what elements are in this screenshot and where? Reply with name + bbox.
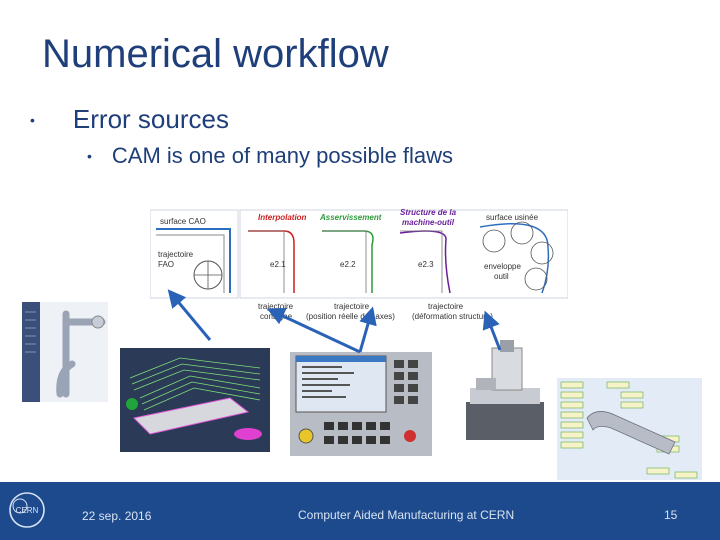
cnc-emergency-button	[298, 428, 314, 444]
label-structure-1: Structure de la	[400, 208, 457, 217]
cnc-keypad	[394, 360, 418, 404]
cao-panel	[150, 209, 239, 299]
reference-curve-3	[400, 230, 443, 293]
cam-part	[132, 397, 250, 435]
cam-magenta-marker	[234, 428, 262, 440]
slide-footer: CERN 22 sep. 2016 Computer Aided Manufac…	[0, 482, 720, 540]
label-structure-2: machine-outil	[402, 218, 455, 227]
label-asservissement: Asservissement	[319, 213, 382, 222]
label-e21: e2.1	[270, 260, 286, 269]
machine-tool-image	[466, 340, 544, 440]
machine-fixture	[476, 378, 496, 390]
machine-base	[466, 402, 544, 440]
label-surface-usinee: surface usinée	[486, 213, 539, 222]
footer-date: 22 sep. 2016	[82, 509, 152, 523]
label-traj2-b: (position réelle des axes)	[306, 312, 395, 321]
label-surface-cao: surface CAO	[160, 217, 206, 226]
slide-title: Numerical workflow	[42, 32, 389, 76]
cnc-red-knob	[404, 430, 416, 442]
label-e22: e2.2	[340, 260, 356, 269]
label-enveloppe-1: enveloppe	[484, 262, 521, 271]
label-traj1-b: consigne	[260, 312, 293, 321]
page-number: 15	[664, 508, 678, 522]
cao-surface-line	[156, 228, 231, 293]
reference-curve-1	[248, 230, 285, 293]
error-sources-diagram: surface CAO trajectoire FAO Interpolatio…	[150, 208, 568, 321]
label-interpolation: Interpolation	[258, 213, 307, 222]
label-traj2-a: trajectoire	[334, 302, 370, 311]
fao-trajectory-line	[156, 234, 225, 293]
simulation-screenshot	[557, 378, 702, 480]
cnc-control-panel	[290, 352, 432, 456]
label-enveloppe-2: outil	[494, 272, 509, 281]
bullet-text: Error sources	[72, 104, 229, 134]
envelope-circle-3	[530, 241, 554, 265]
label-traj3-b: (déformation structure)	[412, 312, 493, 321]
machined-surface-curve	[479, 223, 550, 294]
label-trajectoire-fao-1: trajectoire	[158, 250, 194, 259]
label-e23: e2.3	[418, 260, 434, 269]
cern-logo-icon: CERN	[9, 492, 45, 528]
envelope-circle-2	[510, 221, 534, 245]
cam-toolpath-screenshot	[120, 348, 270, 452]
cnc-lower-keys	[324, 422, 390, 444]
label-trajectoire-fao-2: FAO	[158, 260, 174, 269]
envelope-circle-1	[482, 229, 506, 253]
cnc-screen-text	[302, 366, 354, 398]
bullet-text: CAM is one of many possible flaws	[111, 143, 454, 168]
machine-column	[491, 347, 523, 391]
cad-part-end	[91, 315, 105, 329]
bullet-icon: •	[87, 148, 92, 164]
reference-curve-2	[322, 230, 367, 293]
svg-text:CERN: CERN	[16, 506, 39, 515]
bullet-cam-flaws: • CAM is one of many possible flaws	[87, 143, 453, 169]
footer-title: Computer Aided Manufacturing at CERN	[298, 508, 515, 522]
cnc-screen-header	[296, 356, 386, 362]
label-traj1-a: trajectoire	[258, 302, 294, 311]
cad-model-screenshot	[22, 302, 108, 402]
machine-table	[470, 388, 540, 404]
cad-tree-lines	[25, 311, 36, 353]
bullet-error-sources: • Error sources	[30, 104, 229, 135]
envelope-circle-4	[524, 267, 548, 291]
cam-toolpaths	[129, 357, 261, 411]
sim-part	[586, 411, 676, 455]
bullet-icon: •	[30, 111, 35, 128]
label-traj3-a: trajectoire	[428, 302, 464, 311]
cam-green-marker	[126, 398, 138, 410]
machine-spindle-head	[500, 340, 514, 352]
